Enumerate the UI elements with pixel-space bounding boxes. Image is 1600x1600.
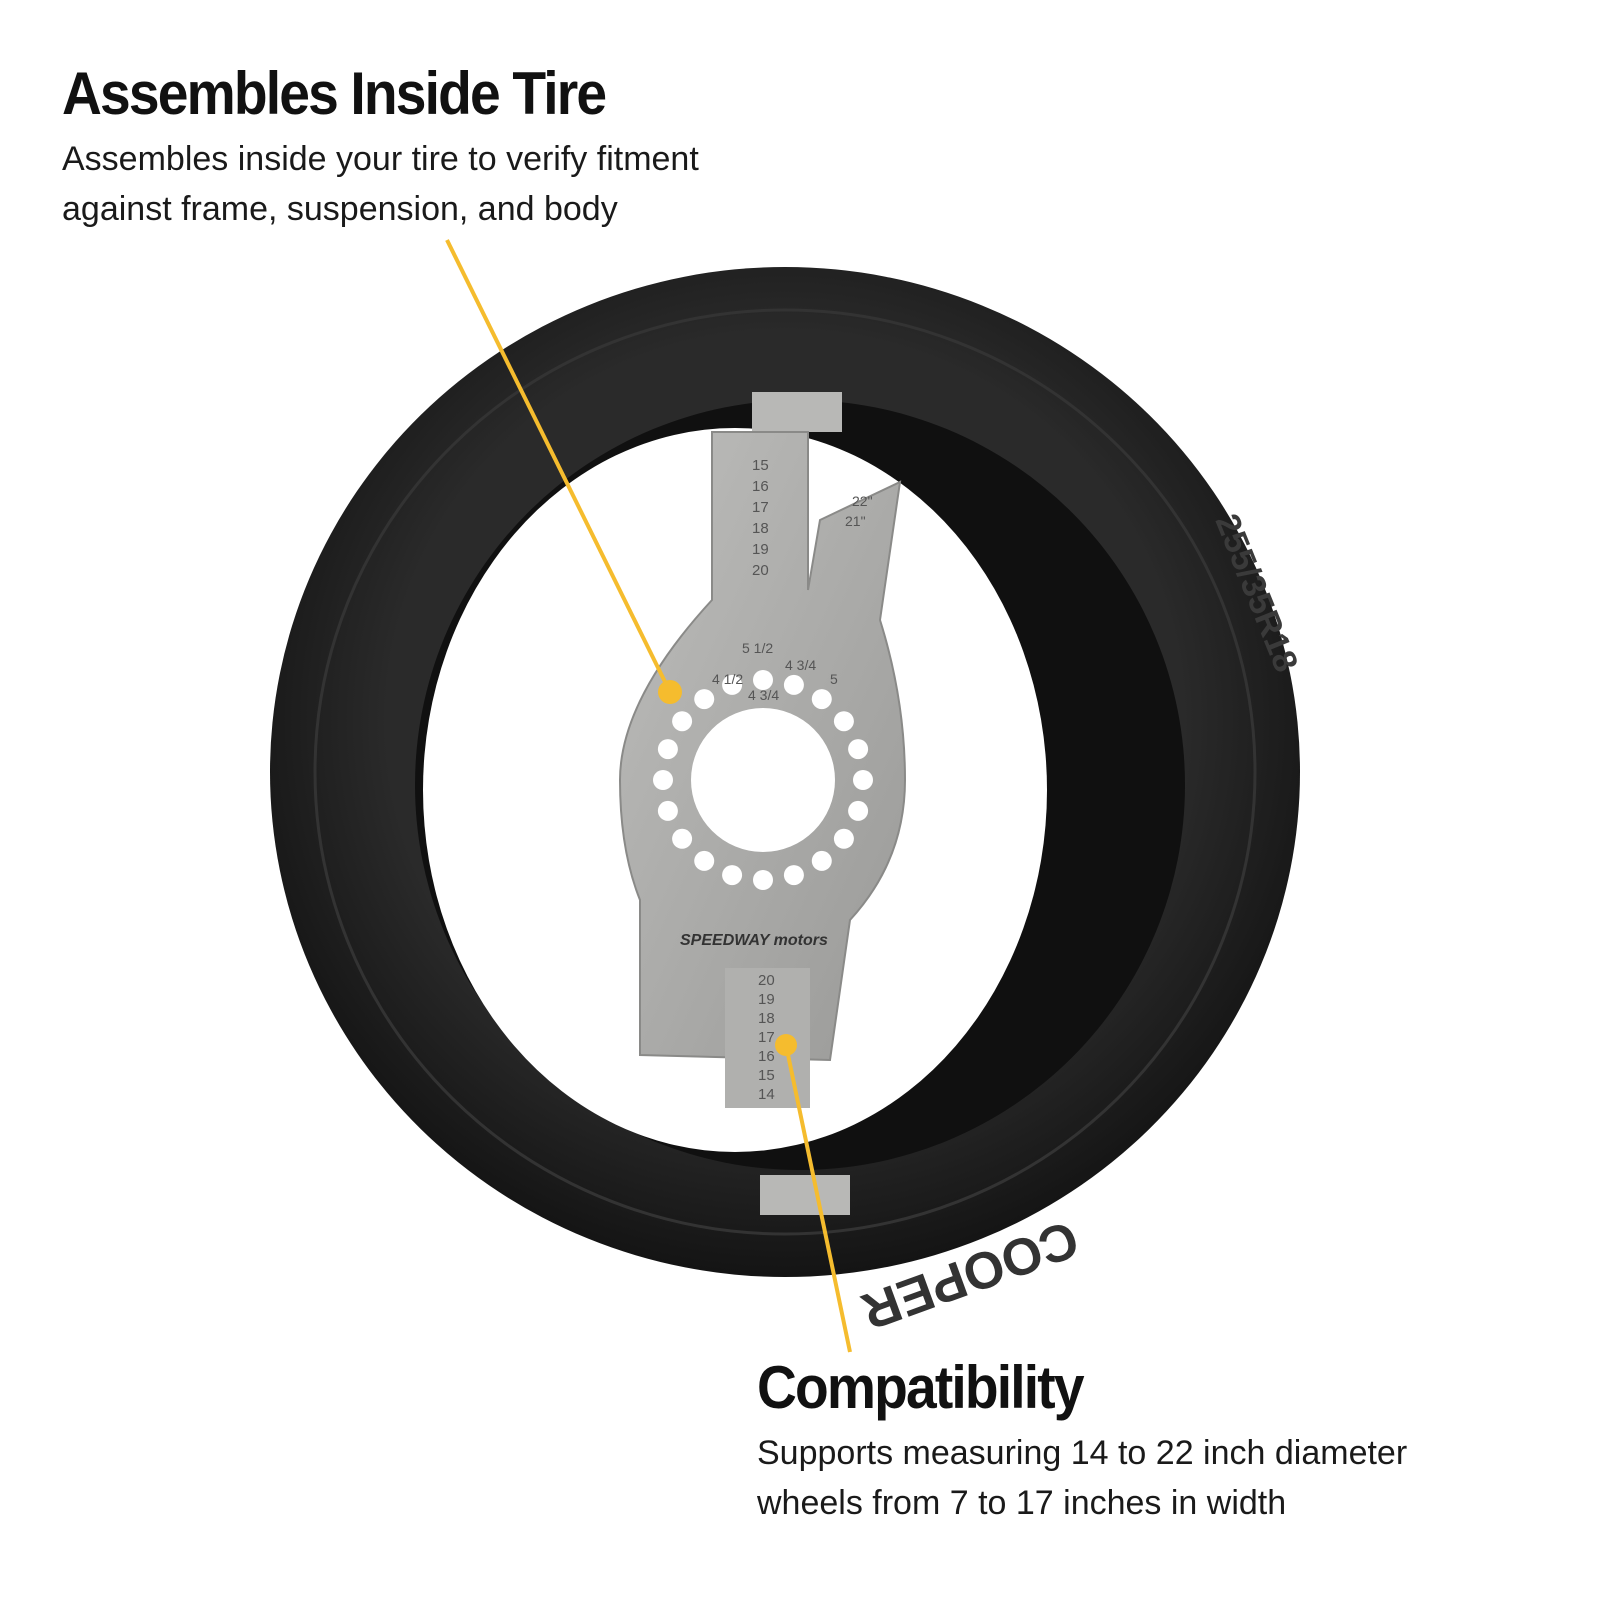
diameter-mark: 22" — [852, 493, 873, 509]
bottom-scale-mark: 19 — [758, 991, 775, 1008]
top-scale-mark: 18 — [752, 520, 769, 537]
bolt-hole — [783, 865, 804, 886]
bolt-hole — [811, 689, 832, 710]
top-scale-mark: 19 — [752, 541, 769, 558]
bolt-hole — [753, 870, 773, 890]
bolt-pattern-label: 5 1/2 — [742, 640, 773, 656]
bolt-pattern-label: 4 3/4 — [785, 657, 816, 673]
bolt-hole — [722, 865, 743, 886]
callout-line-compatibility — [775, 1034, 852, 1353]
bolt-hole — [672, 828, 693, 849]
bolt-hole — [657, 739, 678, 760]
bolt-hole — [694, 689, 715, 710]
text-line: Assembles inside your tire to verify fit… — [62, 140, 699, 178]
callout-title-compatibility: Compatibility — [757, 1354, 1085, 1421]
bottom-scale-mark: 14 — [758, 1086, 775, 1103]
top-scale-mark: 16 — [752, 478, 769, 495]
callout-line-assembles — [445, 239, 682, 704]
callout-dot — [775, 1034, 797, 1056]
bolt-hole — [811, 850, 832, 871]
callout-dot — [658, 680, 682, 704]
bolt-hole — [653, 770, 673, 790]
bolt-hole — [833, 711, 854, 732]
callout-title-assembles: Assembles Inside Tire — [62, 60, 607, 127]
bolt-hole — [833, 828, 854, 849]
top-scale-mark: 20 — [752, 562, 769, 579]
text-line: Supports measuring 14 to 22 inch diamete… — [757, 1434, 1408, 1472]
diameter-mark: 21" — [845, 513, 866, 529]
callout-text-compatibility: Supports measuring 14 to 22 inch diamete… — [757, 1428, 1577, 1528]
bottom-scale-mark: 16 — [758, 1048, 775, 1065]
bottom-scale-mark: 17 — [758, 1029, 775, 1046]
bolt-hole — [848, 739, 869, 760]
bolt-hole — [853, 770, 873, 790]
top-scale-mark: 15 — [752, 457, 769, 474]
brand-logo: SPEEDWAY motors — [680, 932, 828, 949]
bolt-pattern-label: 4 1/2 — [712, 671, 743, 687]
bolt-pattern-label: 5 — [830, 671, 838, 687]
callout-text-assembles: Assembles inside your tire to verify fit… — [62, 134, 862, 234]
bolt-hole — [848, 800, 869, 821]
bolt-hole — [657, 800, 678, 821]
bolt-pattern-label: 4 3/4 — [748, 687, 779, 703]
bottom-scale-mark: 15 — [758, 1067, 775, 1084]
fitment-plate: 5 1/2 4 1/2 4 3/4 5 4 3/4 22" 21" SPEEDW… — [618, 392, 907, 1215]
bolt-hole — [672, 711, 693, 732]
bottom-scale-mark: 20 — [758, 972, 775, 989]
text-line: against frame, suspension, and body — [62, 190, 618, 228]
bolt-hole — [753, 670, 773, 690]
bottom-scale-mark: 18 — [758, 1010, 775, 1027]
bolt-hole — [694, 850, 715, 871]
text-line: wheels from 7 to 17 inches in width — [757, 1484, 1287, 1522]
bolt-hole — [722, 674, 743, 695]
bolt-hole — [783, 674, 804, 695]
top-scale-mark: 17 — [752, 499, 769, 516]
